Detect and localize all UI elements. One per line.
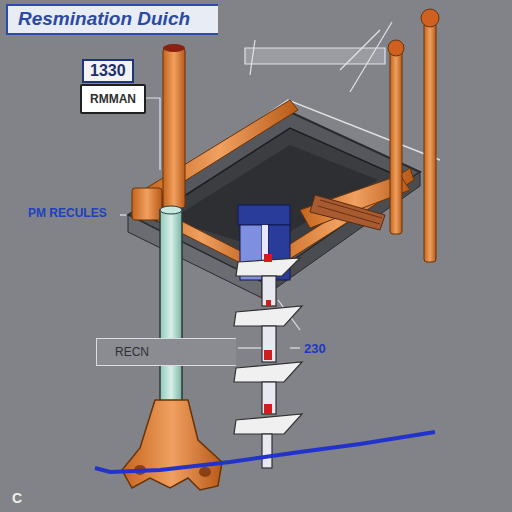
corner-mark: C (12, 490, 22, 506)
ground-line (95, 432, 435, 472)
stacked-plates (234, 258, 302, 468)
bracket-box: RECN (96, 338, 236, 366)
base-foot (122, 400, 222, 490)
callout-number: 230 (304, 341, 326, 356)
name-box: RMMAN (80, 84, 146, 114)
node-text: RMMAN (90, 92, 136, 106)
diagram-title: Resmination Duich (6, 4, 218, 35)
vertical-column (160, 210, 182, 420)
node-text: 1330 (90, 62, 126, 80)
code-box: 1330 (82, 59, 134, 83)
part-label: PM RECULES (28, 206, 107, 220)
node-text: RECN (115, 345, 222, 359)
